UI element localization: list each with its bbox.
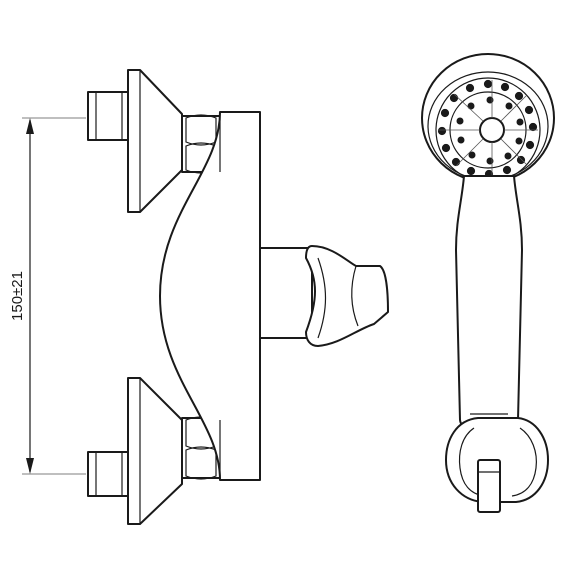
outlet-spout: [259, 245, 389, 347]
shower-head-center: [479, 117, 505, 143]
nozzle-ring-inner: [456, 96, 524, 165]
bottom-escutcheon: [127, 377, 183, 525]
mixer-body-outline: [159, 111, 261, 481]
dimension-label: 150±21: [9, 271, 26, 321]
outlet-elbow: [305, 245, 389, 347]
outlet-sleeve: [259, 247, 313, 339]
dimension-arrow-bottom: [26, 458, 34, 474]
bracket-hook: [477, 459, 501, 513]
top-pipe-stub: [87, 91, 129, 141]
bottom-pipe-stub: [87, 451, 129, 497]
dimension-arrow-top: [26, 118, 34, 134]
top-escutcheon: [127, 69, 183, 213]
hand-shower: [421, 53, 555, 513]
mixer-body: [159, 111, 261, 481]
top-inlet-connector: [87, 69, 221, 213]
dimension-annotation: 150±21: [9, 117, 86, 475]
shower-handle: [455, 175, 523, 435]
bottom-inlet-connector: [87, 377, 221, 525]
nozzle-ribs: [438, 80, 538, 180]
